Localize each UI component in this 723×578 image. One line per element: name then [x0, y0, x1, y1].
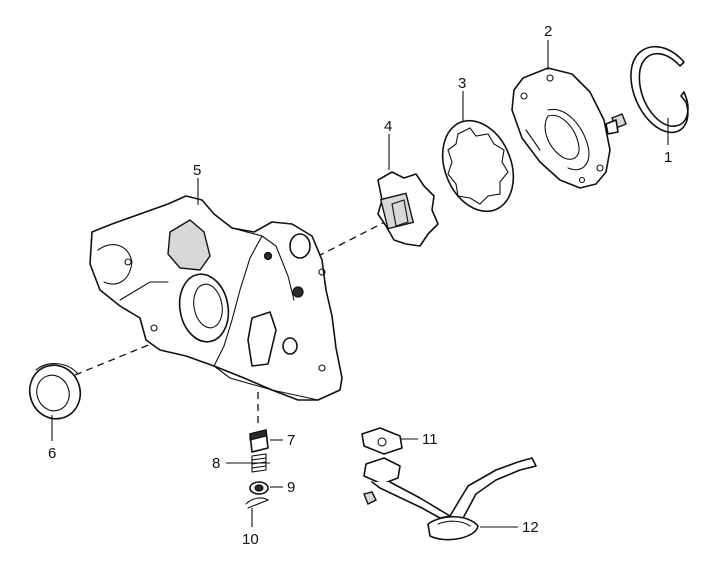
callout-1: 1 [664, 149, 672, 166]
pump-cover-part[interactable] [511, 67, 611, 189]
relief-valve-plug-part[interactable] [249, 429, 269, 453]
oil-strainer-part[interactable] [363, 457, 537, 541]
oil-seal-part[interactable] [22, 358, 87, 426]
strainer-gasket-part[interactable] [361, 427, 403, 455]
callout-labels: 1 2 3 4 5 6 7 8 9 10 11 12 [48, 23, 672, 548]
callout-10: 10 [242, 531, 259, 548]
callout-7: 7 [287, 432, 295, 449]
cotter-pin-part[interactable] [245, 497, 270, 509]
callout-6: 6 [48, 445, 56, 462]
oil-pump-body-part[interactable] [89, 195, 343, 401]
callout-2: 2 [544, 23, 552, 40]
retainer-part[interactable] [249, 481, 269, 495]
callout-9: 9 [287, 479, 295, 496]
cover-screw-part[interactable] [605, 113, 627, 135]
outer-rotor-part[interactable] [430, 110, 526, 222]
callout-5: 5 [193, 162, 201, 179]
callout-4: 4 [384, 118, 392, 135]
callout-3: 3 [458, 75, 466, 92]
leader-lines [51, 40, 669, 528]
callout-12: 12 [522, 519, 539, 536]
callout-11: 11 [422, 431, 438, 448]
callout-8: 8 [212, 455, 220, 472]
inner-rotor-part[interactable] [377, 171, 439, 247]
snap-ring-part[interactable] [630, 45, 689, 134]
